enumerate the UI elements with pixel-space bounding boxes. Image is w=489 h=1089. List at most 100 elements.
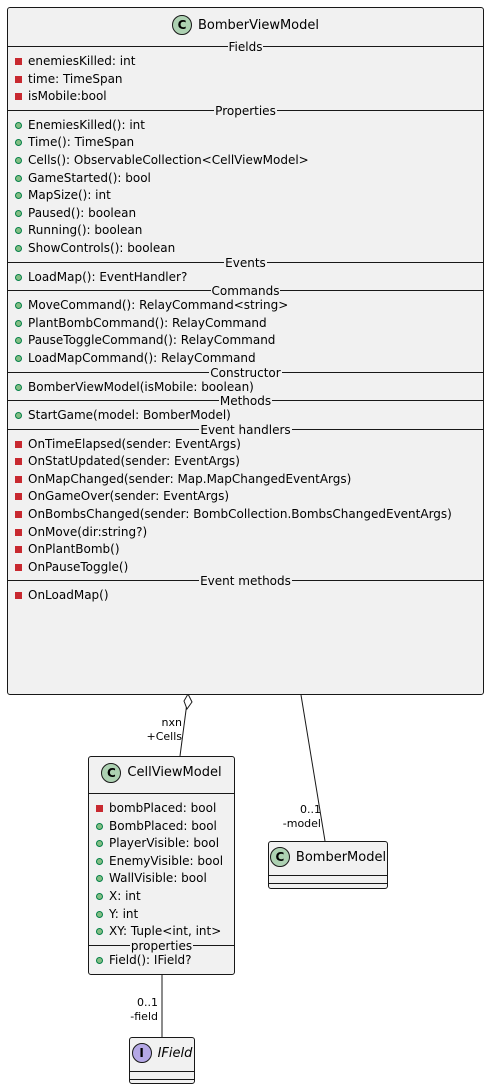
member-signature: PauseToggleCommand(): RelayCommand — [28, 333, 276, 348]
class-member: EnemiesKilled(): int — [8, 117, 483, 135]
section-divider — [89, 788, 234, 800]
public-visibility-icon — [15, 174, 22, 182]
section-divider — [269, 872, 387, 880]
private-visibility-icon — [15, 475, 22, 483]
section-divider-event-methods: Event methods — [8, 575, 483, 588]
class-member: OnLoadMap() — [8, 587, 483, 605]
member-signature: LoadMap(): EventHandler? — [28, 269, 188, 284]
private-visibility-icon — [15, 440, 22, 448]
class-member: OnStatUpdated(sender: EventArgs) — [8, 453, 483, 471]
member-signature: X: int — [109, 888, 141, 903]
section-divider-properties: properties — [89, 939, 234, 952]
member-signature: BombPlaced: bool — [109, 818, 217, 833]
class-name: BomberModel — [295, 849, 387, 865]
public-visibility-icon — [15, 209, 22, 217]
member-signature: Y: int — [109, 906, 139, 921]
class-member: MoveCommand(): RelayCommand<string> — [8, 297, 483, 315]
public-visibility-icon — [15, 156, 22, 164]
public-visibility-icon — [15, 337, 22, 345]
class-name: BomberViewModel — [197, 17, 319, 33]
public-visibility-icon — [15, 121, 22, 129]
class-header: C BomberModel — [269, 842, 387, 872]
role-label: -field — [130, 1010, 158, 1023]
section-divider — [130, 1068, 194, 1076]
member-signature: OnPauseToggle() — [28, 559, 129, 574]
section-divider-constructor: Constructor — [8, 366, 483, 379]
section-divider — [269, 880, 387, 888]
private-visibility-icon — [96, 805, 103, 812]
class-member: PlayerVisible: bool — [89, 835, 234, 853]
member-signature: WallVisible: bool — [109, 871, 207, 886]
member-signature: OnGameOver(sender: EventArgs) — [28, 489, 229, 504]
class-member: enemiesKilled: int — [8, 53, 483, 71]
private-visibility-icon — [15, 493, 22, 501]
role-label: +Cells — [146, 730, 182, 743]
association-line-model — [300, 694, 326, 842]
interface-stereotype-icon: I — [131, 1043, 152, 1063]
member-signature: ShowControls(): boolean — [28, 240, 176, 255]
member-signature: LoadMapCommand(): RelayCommand — [28, 350, 256, 365]
section-divider-event-handlers: Event handlers — [8, 423, 483, 436]
public-visibility-icon — [96, 928, 103, 936]
class-stereotype-icon: C — [269, 847, 290, 867]
class-member: PlantBombCommand(): RelayCommand — [8, 315, 483, 333]
role-label: -model — [282, 817, 321, 830]
aggregation-diamond — [183, 692, 193, 711]
class-header: C CellViewModel — [89, 757, 234, 788]
class-member: OnGameOver(sender: EventArgs) — [8, 488, 483, 506]
class-member: isMobile:bool — [8, 88, 483, 106]
section-divider-fields: Fields — [8, 41, 483, 53]
member-signature: BomberViewModel(isMobile: boolean) — [28, 379, 254, 394]
public-visibility-icon — [96, 910, 103, 918]
member-signature: Running(): boolean — [28, 223, 143, 238]
class-member: Running(): boolean — [8, 222, 483, 240]
class-bomber-model: C BomberModel — [268, 841, 388, 889]
member-signature: Paused(): boolean — [28, 205, 137, 220]
class-member: StartGame(model: BomberModel) — [8, 407, 483, 425]
private-visibility-icon — [15, 528, 22, 536]
member-signature: MoveCommand(): RelayCommand<string> — [28, 298, 289, 313]
member-signature: OnMove(dir:string?) — [28, 524, 148, 539]
private-visibility-icon — [15, 93, 22, 101]
class-member: EnemyVisible: bool — [89, 853, 234, 871]
member-signature: StartGame(model: BomberModel) — [28, 408, 231, 423]
class-member: Paused(): boolean — [8, 205, 483, 223]
section-title: Commands — [210, 284, 281, 299]
member-signature: PlantBombCommand(): RelayCommand — [28, 315, 267, 330]
class-member: PauseToggleCommand(): RelayCommand — [8, 332, 483, 350]
section-divider-methods: Methods — [8, 395, 483, 408]
class-member: GameStarted(): bool — [8, 170, 483, 188]
class-member: MapSize(): int — [8, 187, 483, 205]
class-member: BombPlaced: bool — [89, 818, 234, 836]
class-member: OnPlantBomb() — [8, 541, 483, 559]
section-title: Properties — [214, 103, 277, 118]
class-member: Field(): IField? — [89, 952, 234, 970]
multiplicity-label: 0..1 — [300, 803, 321, 816]
public-visibility-icon — [15, 412, 22, 420]
private-visibility-icon — [15, 592, 22, 600]
public-visibility-icon — [15, 383, 22, 391]
class-member: XY: Tuple<int, int> — [89, 923, 234, 941]
member-signature: OnTimeElapsed(sender: EventArgs) — [28, 436, 241, 451]
private-visibility-icon — [15, 75, 22, 83]
private-visibility-icon — [15, 563, 22, 571]
class-member: OnMapChanged(sender: Map.MapChangedEvent… — [8, 471, 483, 489]
public-visibility-icon — [15, 139, 22, 147]
public-visibility-icon — [96, 822, 103, 830]
class-member: time: TimeSpan — [8, 71, 483, 89]
public-visibility-icon — [15, 319, 22, 327]
member-signature: enemiesKilled: int — [28, 54, 136, 68]
section-divider-commands: Commands — [8, 284, 483, 299]
member-signature: OnPlantBomb() — [28, 542, 120, 557]
class-member: LoadMap(): EventHandler? — [8, 269, 483, 287]
public-visibility-icon — [96, 875, 103, 883]
section-title: Fields — [227, 40, 264, 54]
member-signature: bombPlaced: bool — [109, 801, 217, 815]
member-signature: OnMapChanged(sender: Map.MapChangedEvent… — [28, 471, 352, 486]
class-name: CellViewModel — [127, 765, 222, 780]
public-visibility-icon — [15, 227, 22, 235]
relation-label-field: 0..1 -field — [110, 996, 158, 1024]
